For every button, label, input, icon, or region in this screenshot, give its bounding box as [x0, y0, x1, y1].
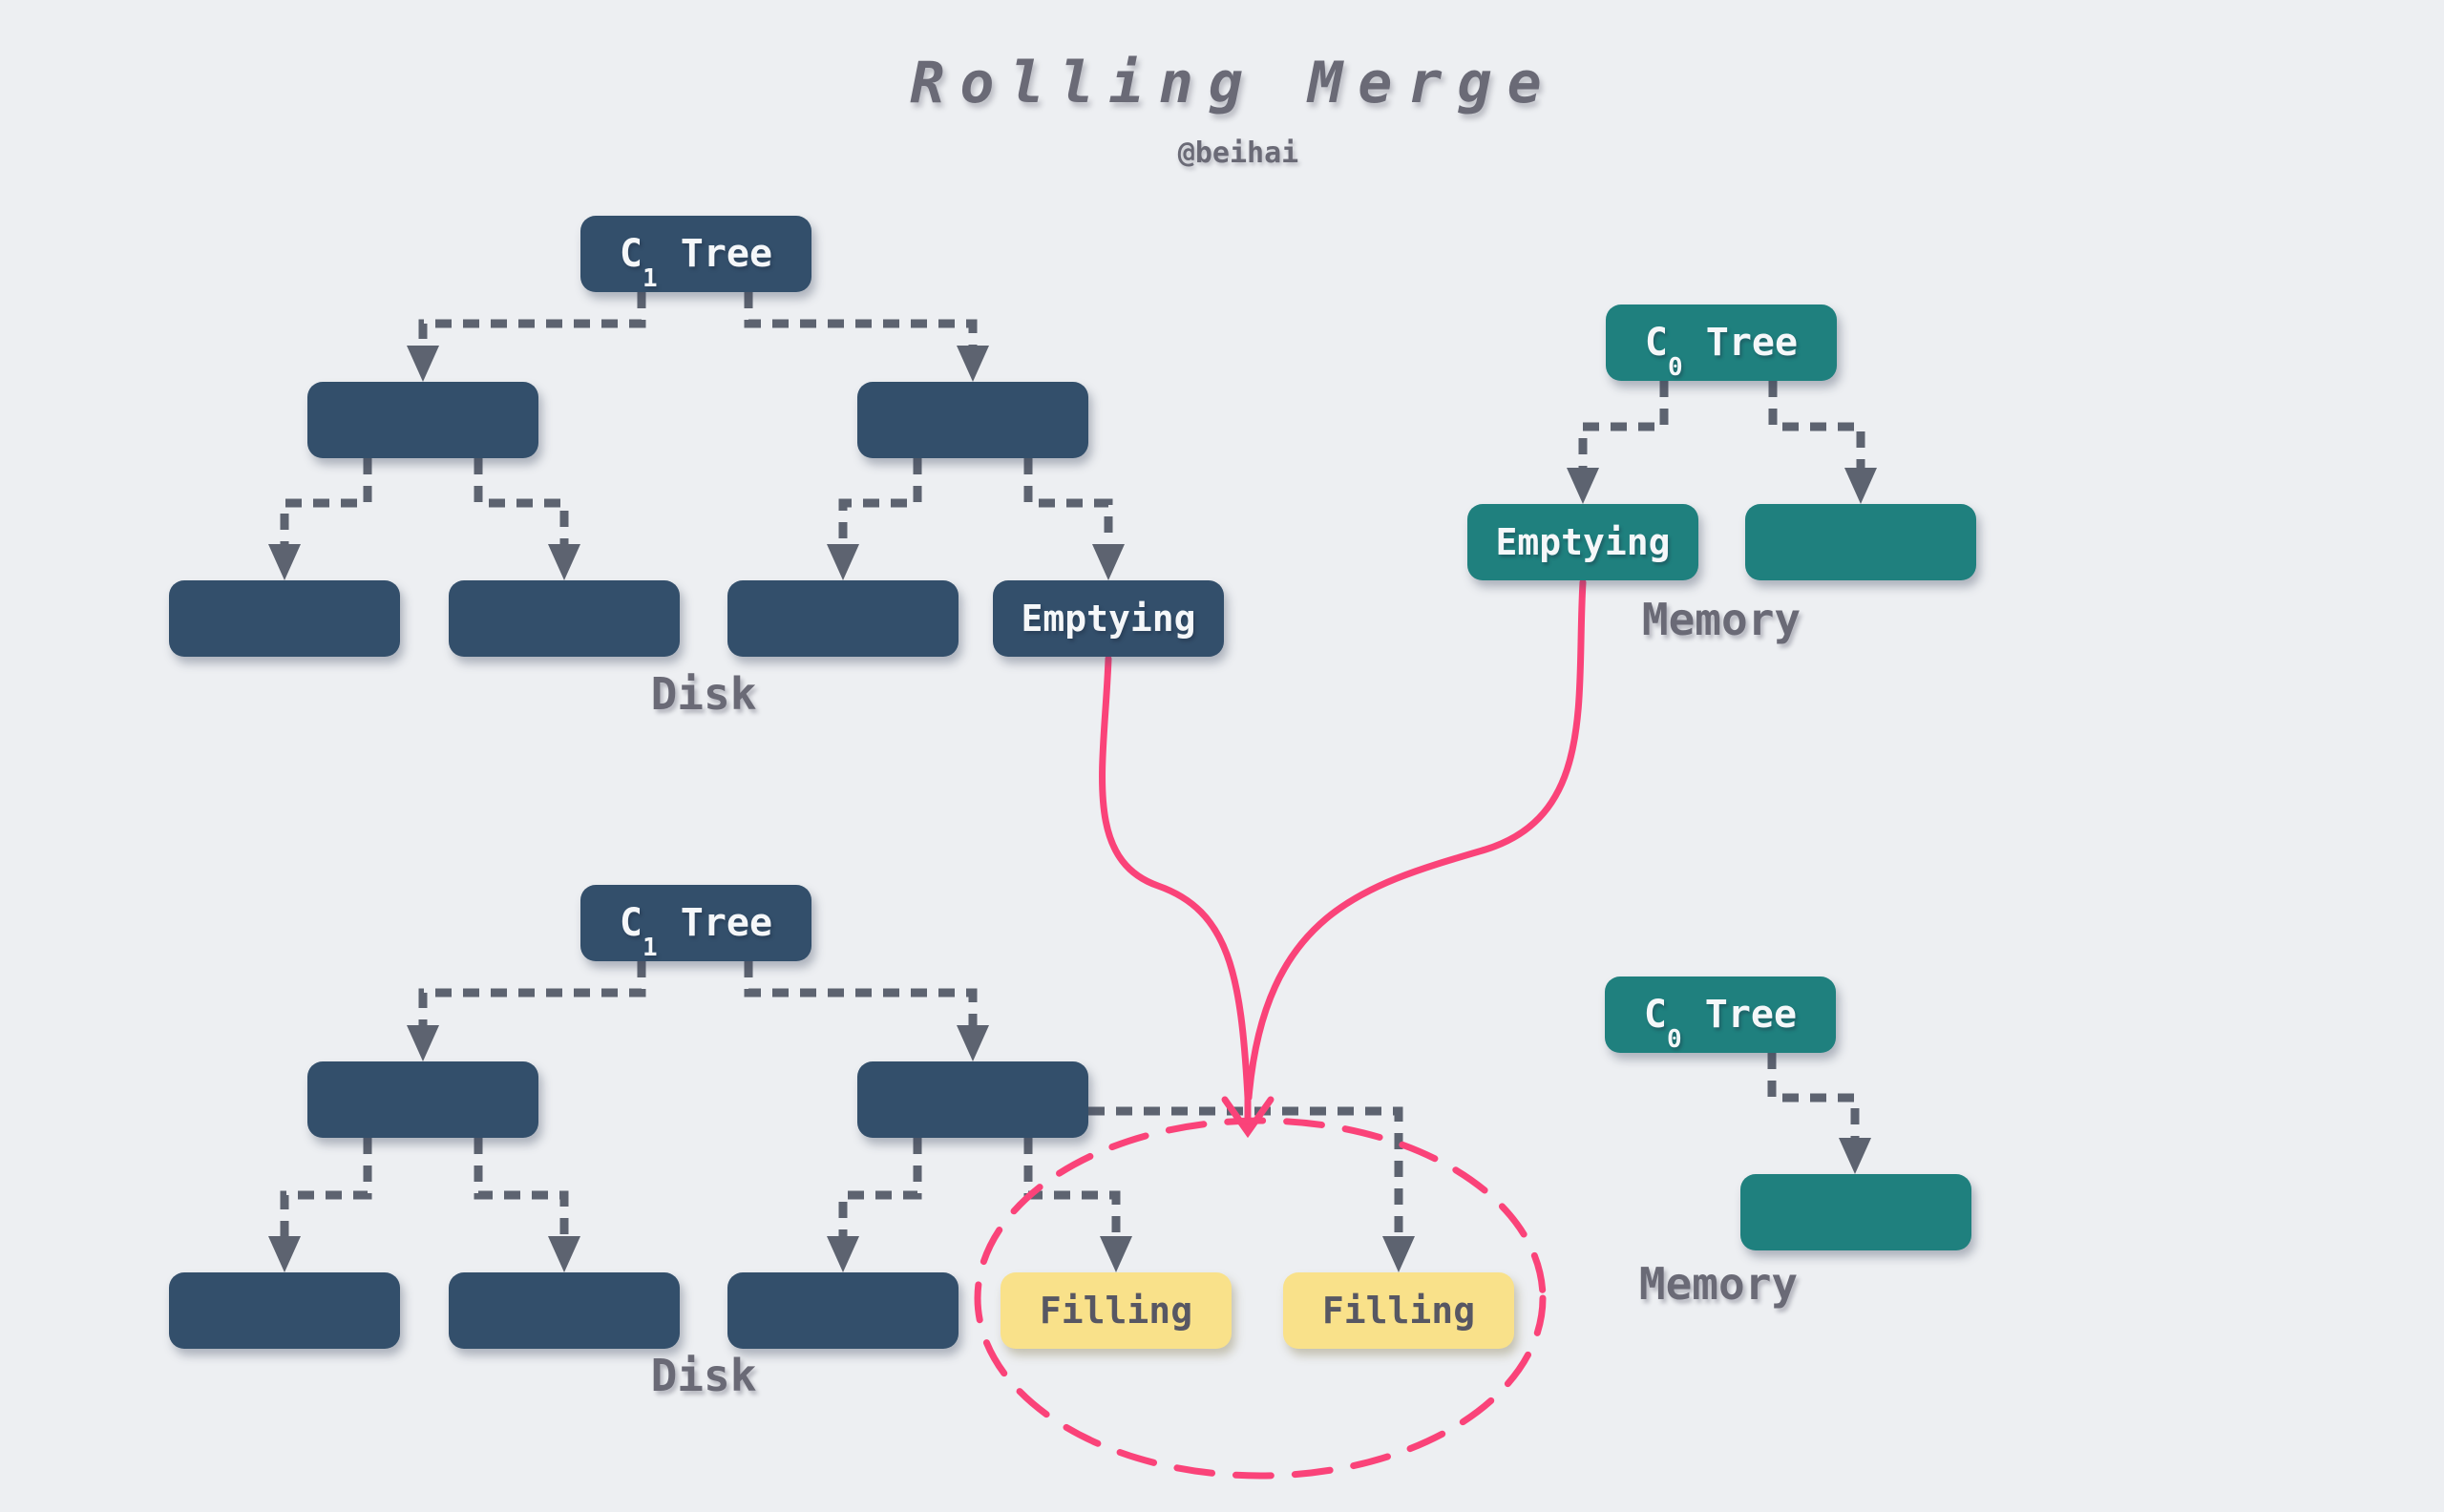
arrowhead [957, 1025, 989, 1061]
arrowhead [1839, 1138, 1871, 1174]
top-c0-root-node: C0 Tree [1606, 304, 1837, 381]
arrowhead [1844, 468, 1877, 504]
top-c1-leaf-1 [169, 580, 400, 657]
top-disk-emptying-node: Emptying [993, 580, 1224, 657]
top-c1-branch-right [857, 382, 1088, 458]
c0-tree-label: C0 Tree [1644, 321, 1799, 382]
filling-node-1: Filling [1001, 1272, 1232, 1349]
edge-top-c0-root-right [1768, 381, 1865, 468]
edge-bot-c1-root-left [418, 961, 646, 1025]
arrowhead [1382, 1236, 1415, 1272]
filling-label: Filling [1039, 1290, 1193, 1332]
filling-node-2: Filling [1283, 1272, 1514, 1349]
bottom-c1-branch-left [307, 1061, 538, 1138]
edge-top-c1-l2b-right [1023, 458, 1113, 544]
edge-bot-c1-l2a-left [280, 1138, 372, 1236]
arrowhead [548, 1236, 580, 1272]
arrowhead [268, 1236, 301, 1272]
bottom-c1-leaf-2 [449, 1272, 680, 1349]
top-disk-label: Disk [650, 668, 757, 720]
arrowhead [548, 544, 580, 580]
arrowhead [827, 1236, 859, 1272]
merge-flow-arrowhead [1221, 1096, 1275, 1139]
top-c1-branch-left [307, 382, 538, 458]
bottom-c1-leaf-3 [727, 1272, 959, 1349]
arrowhead [827, 544, 859, 580]
top-memory-emptying-node: Emptying [1467, 504, 1698, 580]
edge-top-c1-l2b-left [838, 458, 922, 544]
page-subtitle: @beihai [1177, 136, 1299, 170]
edge-bot-c1-l2b-filling1 [1023, 1138, 1121, 1236]
top-memory-leaf [1745, 504, 1976, 580]
top-memory-label: Memory [1641, 594, 1801, 645]
filling-label: Filling [1321, 1290, 1476, 1332]
bottom-disk-label: Disk [650, 1350, 757, 1401]
edge-top-c1-l2a-left [280, 458, 372, 544]
edge-bot-c1-l2a-right [474, 1138, 569, 1236]
rolling-merge-ellipse [974, 1117, 1547, 1480]
edge-top-c0-root-left [1578, 381, 1669, 468]
top-c1-root-node: C1 Tree [580, 216, 811, 292]
arrowhead [1100, 1236, 1132, 1272]
top-c1-leaf-3 [727, 580, 959, 657]
top-c1-leaf-2 [449, 580, 680, 657]
bottom-memory-label: Memory [1638, 1258, 1799, 1310]
merge-flow-from-disk-emptying [1099, 655, 1252, 1102]
arrowhead [268, 544, 301, 580]
page-title: Rolling Merge [910, 50, 1557, 116]
c1-tree-label: C1 Tree [619, 901, 773, 962]
arrowhead [407, 346, 439, 382]
edge-bot-c1-l2b-left [838, 1138, 922, 1236]
emptying-label: Emptying [1495, 521, 1671, 563]
bottom-c1-root-node: C1 Tree [580, 885, 811, 961]
emptying-label: Emptying [1021, 598, 1196, 640]
arrowhead [1092, 544, 1125, 580]
edge-bot-c1-root-right [744, 961, 978, 1025]
edge-bot-c0-root-child [1767, 1053, 1860, 1138]
arrowhead [407, 1025, 439, 1061]
c1-tree-label: C1 Tree [619, 232, 773, 293]
merge-flow-from-memory-emptying [1245, 578, 1587, 1102]
bottom-c1-leaf-1 [169, 1272, 400, 1349]
bottom-memory-leaf [1740, 1174, 1971, 1250]
edge-top-c1-l2a-right [474, 458, 569, 544]
bottom-c0-root-node: C0 Tree [1605, 976, 1836, 1053]
arrowhead [1567, 468, 1599, 504]
c0-tree-label: C0 Tree [1643, 993, 1798, 1054]
bottom-c1-branch-right [857, 1061, 1088, 1138]
edge-top-c1-root-right [744, 292, 978, 346]
edge-bot-c1-l2b-filling2 [1088, 1106, 1403, 1236]
arrowhead [957, 346, 989, 382]
edge-top-c1-root-left [418, 292, 646, 346]
